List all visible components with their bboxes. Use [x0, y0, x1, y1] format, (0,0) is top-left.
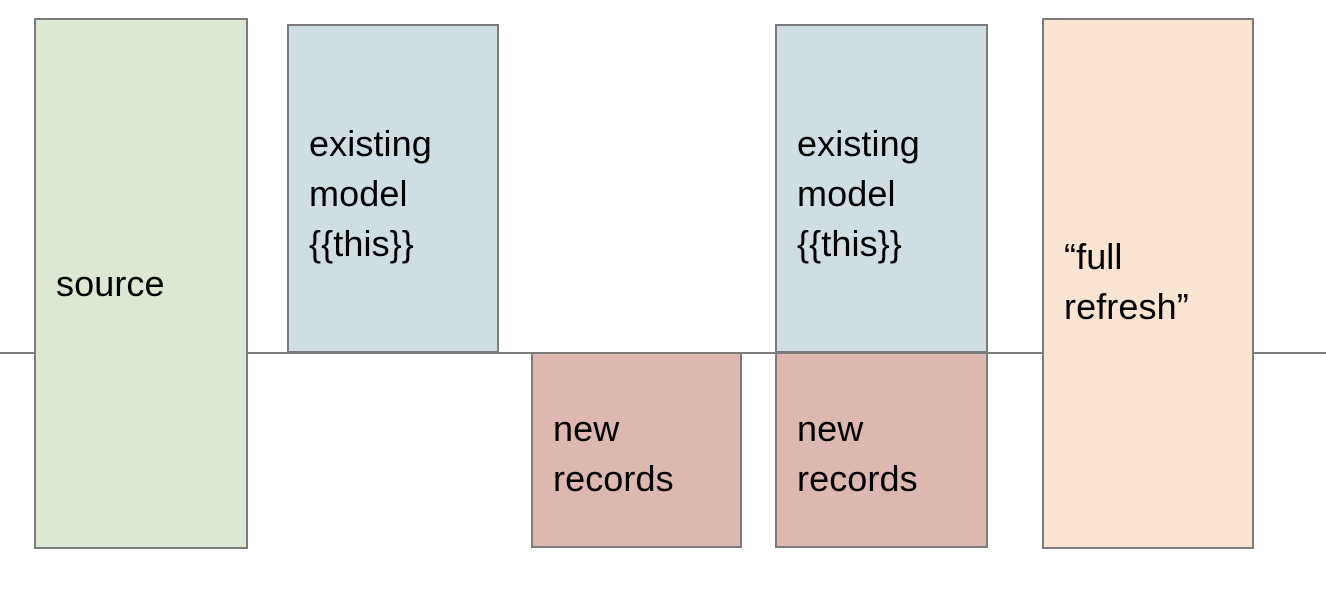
box-source-label: source — [56, 262, 165, 304]
box-full-refresh-label: “full refresh” — [1064, 236, 1189, 327]
box-source[interactable]: source — [34, 18, 248, 549]
box-new-records-1-label: new records — [553, 408, 674, 499]
box-new-records-2[interactable]: new records — [775, 352, 988, 548]
box-full-refresh[interactable]: “full refresh” — [1042, 18, 1254, 549]
box-new-records-1[interactable]: new records — [531, 352, 742, 548]
box-existing-model-2[interactable]: existing model {{this}} — [775, 24, 988, 353]
box-existing-model-1-label: existing model {{this}} — [309, 123, 432, 264]
box-new-records-2-label: new records — [797, 408, 918, 499]
box-existing-model-2-label: existing model {{this}} — [797, 123, 920, 264]
box-existing-model-1[interactable]: existing model {{this}} — [287, 24, 499, 353]
